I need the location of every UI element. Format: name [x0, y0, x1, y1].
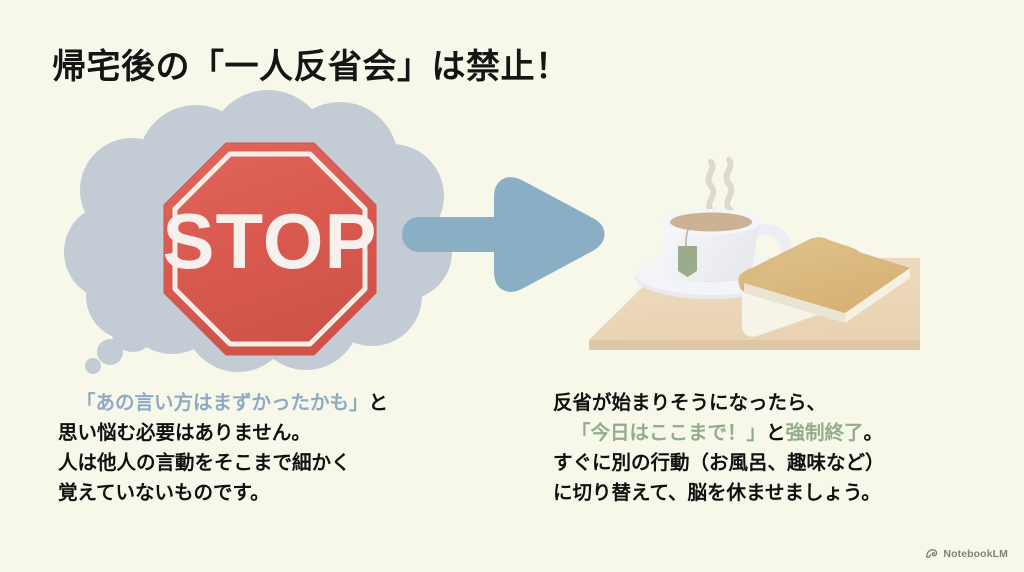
stop-sign-label: STOP	[163, 197, 378, 285]
right-line2-accent-emphasis: 強制終了	[785, 422, 864, 444]
table-surface-icon	[589, 258, 920, 350]
right-text-line-3: すぐに別の行動（お風呂、趣味など）	[553, 452, 885, 474]
notebooklm-watermark-label: NotebookLM	[943, 547, 1008, 560]
left-text-line-1: 「あの言い方はまずかったかも」と	[58, 388, 388, 418]
saucer-icon	[635, 251, 787, 299]
right-line2-tail: 。	[863, 422, 884, 444]
notebooklm-logo-icon	[926, 549, 938, 559]
right-arrow-icon	[402, 177, 605, 292]
right-line2-mid: と	[766, 422, 786, 444]
book-icon	[738, 237, 910, 337]
thought-cloud-icon	[64, 90, 452, 374]
left-text-line-4: 覚えていないものです。	[58, 482, 270, 504]
teacup-icon	[662, 209, 792, 281]
left-text-line-2: 思い悩む必要はありません。	[58, 422, 311, 444]
right-text-line-4: に切り替えて、脳を休ませましょう。	[553, 482, 881, 504]
right-text-line-2: 「今日はここまで！」と強制終了。	[553, 418, 885, 448]
right-text-line-1: 反省が始まりそうになったら、	[553, 392, 827, 414]
right-text-block: 反省が始まりそうになったら、 「今日はここまで！」と強制終了。 すぐに別の行動（…	[553, 388, 885, 508]
right-line2-accent-quote: 「今日はここまで！」	[571, 422, 767, 444]
left-text-line-3: 人は他人の言動をそこまで細かく	[58, 452, 351, 474]
left-line1-tail: と	[368, 392, 389, 414]
left-text-block: 「あの言い方はまずかったかも」と 思い悩む必要はありません。 人は他人の言動をそ…	[58, 388, 388, 508]
page-title: 帰宅後の「一人反省会」は禁止！	[52, 48, 570, 86]
left-line1-accent: 「あの言い方はまずかったかも」	[76, 392, 369, 414]
stop-sign-icon: STOP	[163, 142, 378, 356]
steam-icon	[705, 157, 735, 215]
notebooklm-watermark: NotebookLM	[925, 547, 1008, 560]
